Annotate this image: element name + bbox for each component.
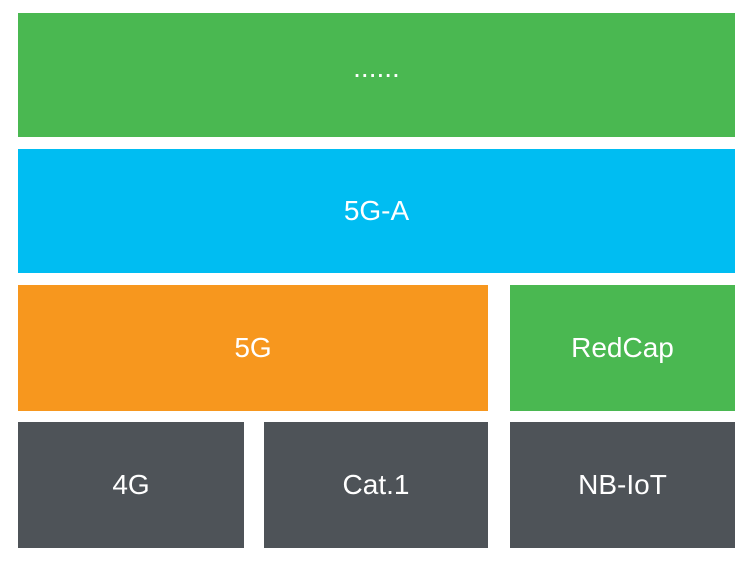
block-4g-label: 4G — [112, 469, 150, 500]
block-5g-a: 5G-A — [18, 149, 735, 273]
block-5g: 5G — [18, 285, 488, 411]
block-redcap: RedCap — [510, 285, 735, 411]
block-more-label: ...... — [353, 52, 400, 83]
block-4g: 4G — [18, 422, 244, 548]
block-nb-iot-label: NB-IoT — [578, 469, 667, 500]
block-redcap-label: RedCap — [571, 332, 674, 363]
block-nb-iot: NB-IoT — [510, 422, 735, 548]
block-cat1-label: Cat.1 — [342, 469, 410, 500]
block-5g-a-label: 5G-A — [343, 195, 410, 226]
block-cat1: Cat.1 — [264, 422, 488, 548]
block-5g-label: 5G — [234, 332, 272, 363]
block-more: ...... — [18, 13, 735, 137]
